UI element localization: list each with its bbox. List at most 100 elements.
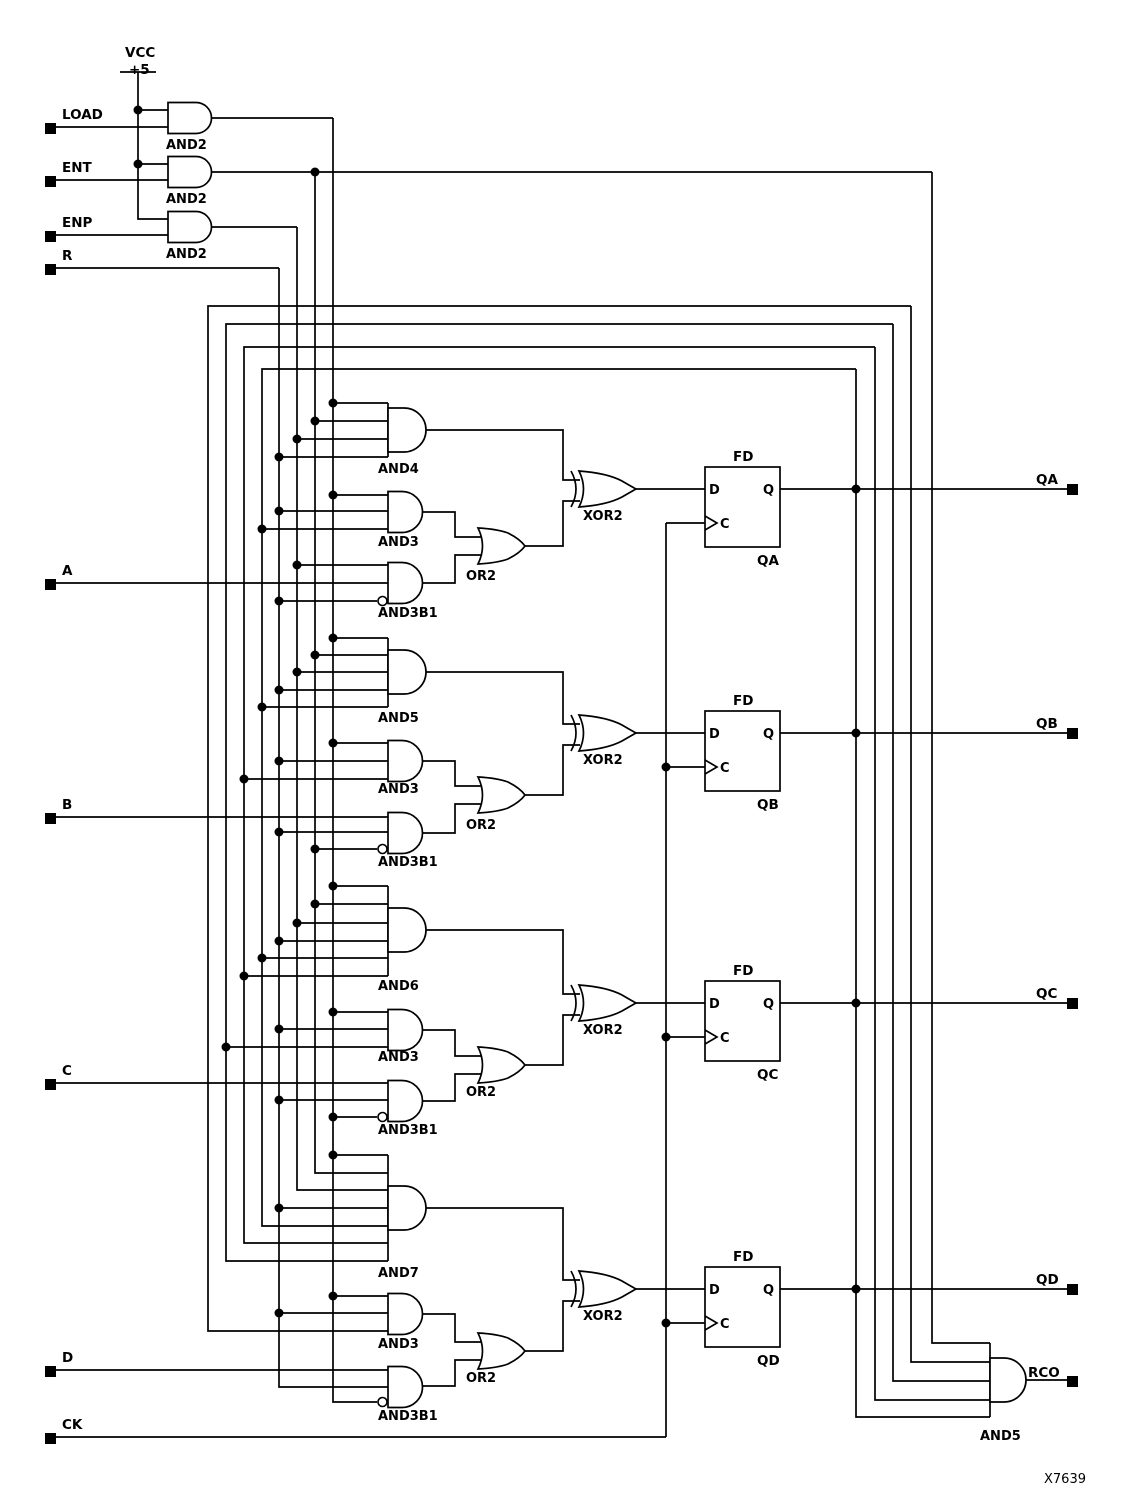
pin-ck xyxy=(45,1433,56,1444)
group-d-wires xyxy=(279,1154,1067,1387)
and4-gate xyxy=(387,407,427,453)
pin-qd xyxy=(1067,1284,1078,1295)
rco-and5-label: AND5 xyxy=(980,1429,1021,1444)
fd-qb-d: D xyxy=(709,727,720,742)
xor2-d-label: XOR2 xyxy=(583,1309,623,1324)
enp-label: ENP xyxy=(62,215,93,231)
fd-qb-clock-triangle xyxy=(704,759,719,775)
fd-qc-q: Q xyxy=(763,997,774,1012)
and7-gate xyxy=(387,1185,427,1231)
and3-b-gate xyxy=(387,739,424,783)
or2-a-label: OR2 xyxy=(466,569,496,584)
and2-load-label: AND2 xyxy=(166,138,207,153)
fd-qc-type-label: FD xyxy=(733,963,753,979)
xor2-d-gate xyxy=(577,1270,638,1308)
input-row-wires xyxy=(56,126,666,1438)
fd-qa-q: Q xyxy=(763,483,774,498)
fd-qd-box xyxy=(704,1266,781,1348)
xor2-b-gate xyxy=(577,714,638,752)
pin-qa xyxy=(1067,484,1078,495)
and3-d-gate xyxy=(387,1292,424,1336)
and2-enp-label: AND2 xyxy=(166,247,207,262)
a-label: A xyxy=(62,563,73,579)
fd-qa-type-label: FD xyxy=(733,449,753,465)
fd-qb-type-label: FD xyxy=(733,693,753,709)
and2-load-gate xyxy=(167,101,213,135)
and3b1-a-gate xyxy=(387,561,424,605)
pin-c xyxy=(45,1079,56,1090)
xor2-a-label: XOR2 xyxy=(583,509,623,524)
pin-enp xyxy=(45,231,56,242)
and2-ent-label: AND2 xyxy=(166,192,207,207)
fd-qb-c: C xyxy=(720,761,730,776)
qd-out-label: QD xyxy=(1036,1272,1059,1288)
xor2-b-backarc xyxy=(570,714,577,752)
fd-qc-d: D xyxy=(709,997,720,1012)
fd-qc-box xyxy=(704,980,781,1062)
pin-r xyxy=(45,264,56,275)
and3-b-label: AND3 xyxy=(378,782,419,797)
fd-qb-name: QB xyxy=(757,797,779,813)
and7-label: AND7 xyxy=(378,1266,419,1281)
xor2-b-label: XOR2 xyxy=(583,753,623,768)
group-c-wires xyxy=(226,885,1067,1118)
pin-layer xyxy=(45,123,1078,1444)
and3b1-d-label: AND3B1 xyxy=(378,1409,438,1424)
xor2-a-backarc xyxy=(570,470,577,508)
load-label: LOAD xyxy=(62,107,103,123)
pin-qb xyxy=(1067,728,1078,739)
control-bus-wires xyxy=(211,117,932,1403)
and6-gate xyxy=(387,907,427,953)
and2-ent-gate xyxy=(167,155,213,189)
vcc-label: VCC xyxy=(125,45,155,61)
pin-qc xyxy=(1067,998,1078,1009)
or2-a-gate xyxy=(476,527,527,565)
b-label: B xyxy=(62,797,72,813)
and2-enp-gate xyxy=(167,210,213,244)
qa-out-label: QA xyxy=(1036,472,1058,488)
and3b1-b-gate xyxy=(387,811,424,855)
and3-a-label: AND3 xyxy=(378,535,419,550)
c-label: C xyxy=(62,1063,72,1079)
rco-and5-gate xyxy=(989,1357,1027,1403)
fd-qc-clock-triangle xyxy=(704,1029,719,1045)
pin-b xyxy=(45,813,56,824)
and3b1-b-bubble xyxy=(377,843,388,855)
fd-qd-type-label: FD xyxy=(733,1249,753,1265)
r-label: R xyxy=(62,248,73,264)
qc-out-label: QC xyxy=(1036,986,1057,1002)
xor2-c-backarc xyxy=(570,984,577,1022)
ck-label: CK xyxy=(62,1417,83,1433)
xor2-d-backarc xyxy=(570,1270,577,1308)
fd-qd-c: C xyxy=(720,1317,730,1332)
or2-c-gate xyxy=(476,1046,527,1084)
fd-qc-c: C xyxy=(720,1031,730,1046)
and3-c-label: AND3 xyxy=(378,1050,419,1065)
gate-layer xyxy=(167,101,1027,1417)
pin-rco xyxy=(1067,1376,1078,1387)
and3-a-gate xyxy=(387,490,424,534)
wire-layer xyxy=(56,71,1068,1438)
fd-qd-name: QD xyxy=(757,1353,780,1369)
pin-ent xyxy=(45,176,56,187)
fd-qd-clock-triangle xyxy=(704,1315,719,1331)
fd-qd-d: D xyxy=(709,1283,720,1298)
and3b1-d-gate xyxy=(387,1365,424,1409)
fd-qb-q: Q xyxy=(763,727,774,742)
group-b-wires xyxy=(244,637,1067,850)
and3-c-gate xyxy=(387,1008,424,1052)
and5-label: AND5 xyxy=(378,711,419,726)
fd-qa-box xyxy=(704,466,781,548)
d-label: D xyxy=(62,1350,73,1366)
and3-d-label: AND3 xyxy=(378,1337,419,1352)
or2-b-label: OR2 xyxy=(466,818,496,833)
fd-qd-q: Q xyxy=(763,1283,774,1298)
rco-out-label: RCO xyxy=(1028,1365,1060,1381)
fd-qc-name: QC xyxy=(757,1067,778,1083)
junction-dots xyxy=(133,105,861,1328)
doc-number: X7639 xyxy=(1044,1472,1086,1487)
and3b1-d-bubble xyxy=(377,1396,388,1408)
fd-qa-name: QA xyxy=(757,553,779,569)
